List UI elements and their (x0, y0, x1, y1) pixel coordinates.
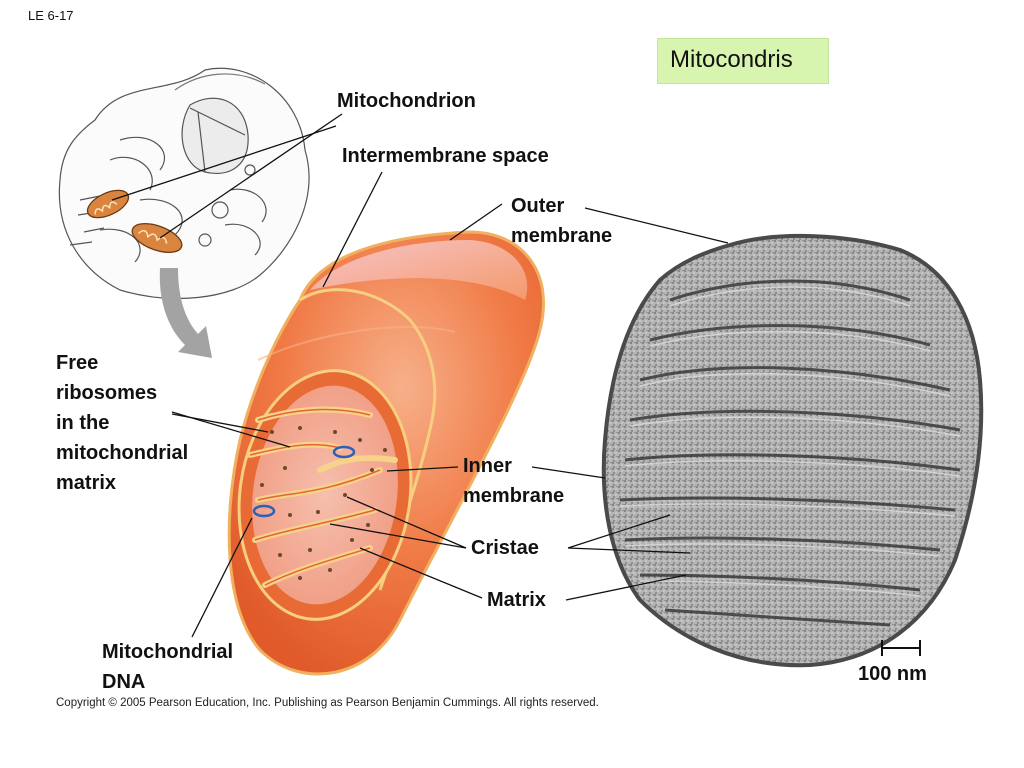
label-mitochondrion: Mitochondrion (337, 90, 476, 112)
cell-sketch (58, 67, 310, 300)
page-title: Mitocondris (670, 46, 793, 73)
mitochondrion-illustration (227, 230, 545, 676)
label-cristae: Cristae (471, 537, 539, 559)
label-intermembrane-space: Intermembrane space (342, 145, 549, 167)
electron-micrograph (601, 233, 984, 668)
zoom-arrow-icon (159, 268, 212, 358)
copyright-notice: Copyright © 2005 Pearson Education, Inc.… (56, 697, 599, 709)
leader-lines (111, 113, 729, 638)
label-scale-bar: 100 nm (858, 663, 927, 685)
label-free-ribosomes: Free ribosomes in the mitochondrial matr… (56, 352, 189, 494)
label-inner-membrane: Inner membrane (463, 455, 565, 507)
title-box (657, 38, 829, 84)
scale-bar (881, 640, 921, 656)
label-matrix: Matrix (487, 589, 546, 611)
label-outer-membrane: Outer membrane (511, 195, 613, 247)
label-mitochondrial-dna: Mitochondrial DNA (102, 641, 234, 693)
slide-number: LE 6-17 (28, 8, 74, 23)
